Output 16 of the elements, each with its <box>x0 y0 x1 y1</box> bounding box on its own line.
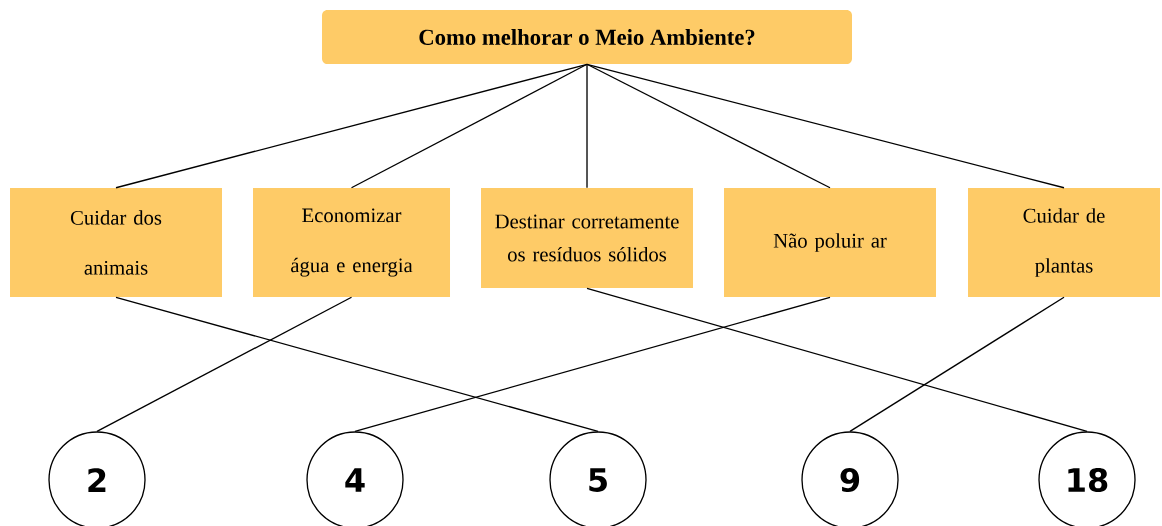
connector-line <box>96 296 353 432</box>
connector-line <box>115 63 588 189</box>
topic-box: Cuidar dos animais <box>10 188 222 297</box>
connector-line <box>586 63 588 189</box>
connector-line <box>350 63 588 189</box>
topic-box: Cuidar de plantas <box>968 188 1160 297</box>
connector-line <box>586 63 1065 189</box>
connector-line <box>586 287 1088 432</box>
topic-box: Economizar água e energia <box>253 188 450 297</box>
topic-box: Destinar corretamente os resíduos sólidos <box>481 188 693 288</box>
connector-line <box>586 63 831 189</box>
connector-line <box>115 296 599 432</box>
title-box: Como melhorar o Meio Ambiente? <box>322 10 852 64</box>
connector-line <box>849 296 1065 432</box>
connector-line <box>354 296 831 432</box>
topic-box: Não poluir ar <box>724 188 936 297</box>
